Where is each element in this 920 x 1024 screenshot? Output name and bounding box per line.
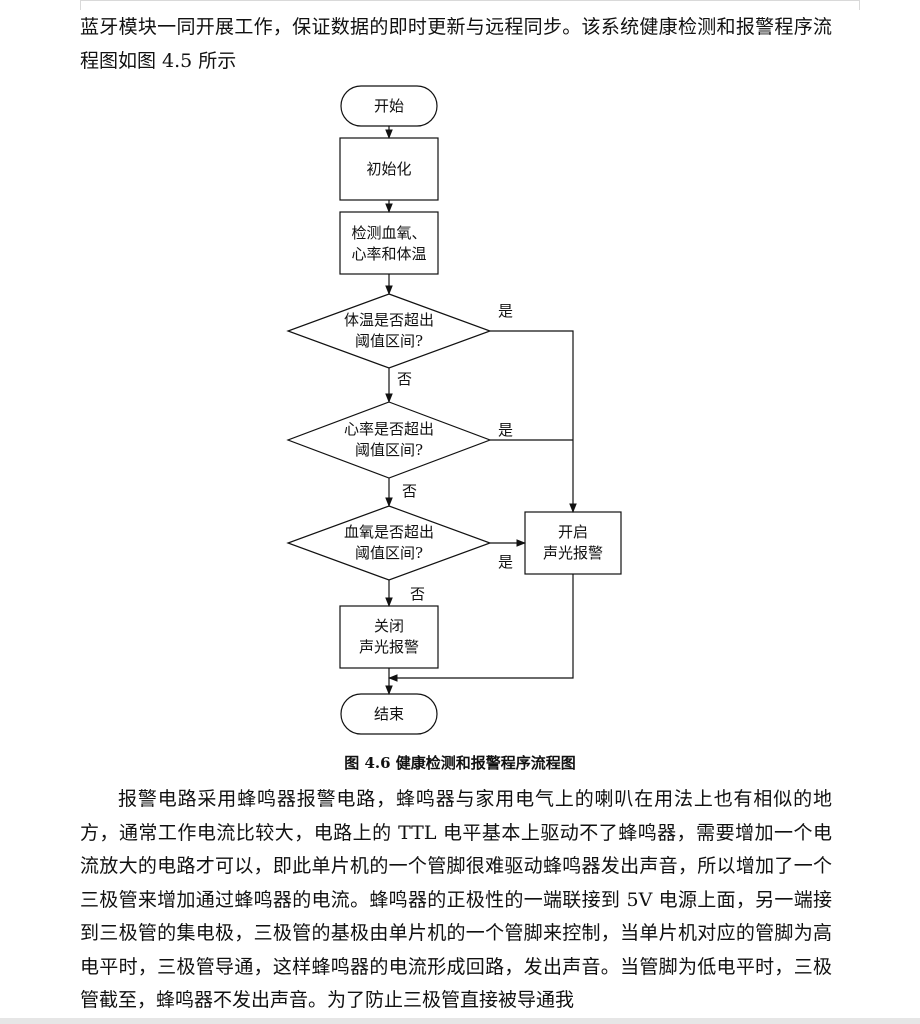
temp-no-label: 否 [397,370,412,388]
heart-q-line2: 阈值区间? [355,441,423,459]
start-label: 开始 [374,97,404,115]
oxy-decision [286,505,492,581]
page-top-edge [80,0,860,10]
temp-yes-label: 是 [498,302,513,320]
alarm-off-box [339,605,439,669]
heart-decision [286,401,492,479]
heart-no-label: 否 [402,482,417,500]
detect-box [339,211,439,275]
alarm-on-box [524,511,622,575]
heart-q-line1: 心率是否超出 [344,420,434,438]
oxy-q-line1: 血氧是否超出 [344,523,434,541]
alarm-on-line2: 声光报警 [543,544,603,562]
temp-q-line2: 阈值区间? [355,332,423,350]
bottom-scroll-edge [0,1018,920,1024]
temp-decision [286,293,492,369]
detect-label-line1: 检测血氧、 [351,224,426,242]
alarm-off-line1: 关闭 [374,617,404,635]
init-label: 初始化 [366,160,411,178]
temp-q-line1: 体温是否超出 [344,311,434,329]
detect-label-line2: 心率和体温 [351,245,426,263]
oxy-no-label: 否 [410,585,425,603]
alarm-on-line1: 开启 [558,523,588,541]
end-label: 结束 [374,705,404,723]
heart-yes-label: 是 [498,421,513,439]
figure-caption: 图 4.6 健康检测和报警程序流程图 [344,754,576,772]
flowchart: 开始 初始化 检测血氧、 心率和体温 体温是否超出 阈值区间? 心率是否超出 阈… [286,85,622,735]
body-paragraph-alarm-circuit: 报警电路采用蜂鸣器报警电路，蜂鸣器与家用电气上的喇叭在用法上也有相似的地方，通常… [80,788,832,1011]
oxy-yes-label: 是 [498,553,513,571]
body-paragraph-intro: 蓝牙模块一同开展工作，保证数据的即时更新与远程同步。该系统健康检测和报警程序流程… [80,16,832,72]
oxy-q-line2: 阈值区间? [355,544,423,562]
alarm-off-line2: 声光报警 [359,638,419,656]
